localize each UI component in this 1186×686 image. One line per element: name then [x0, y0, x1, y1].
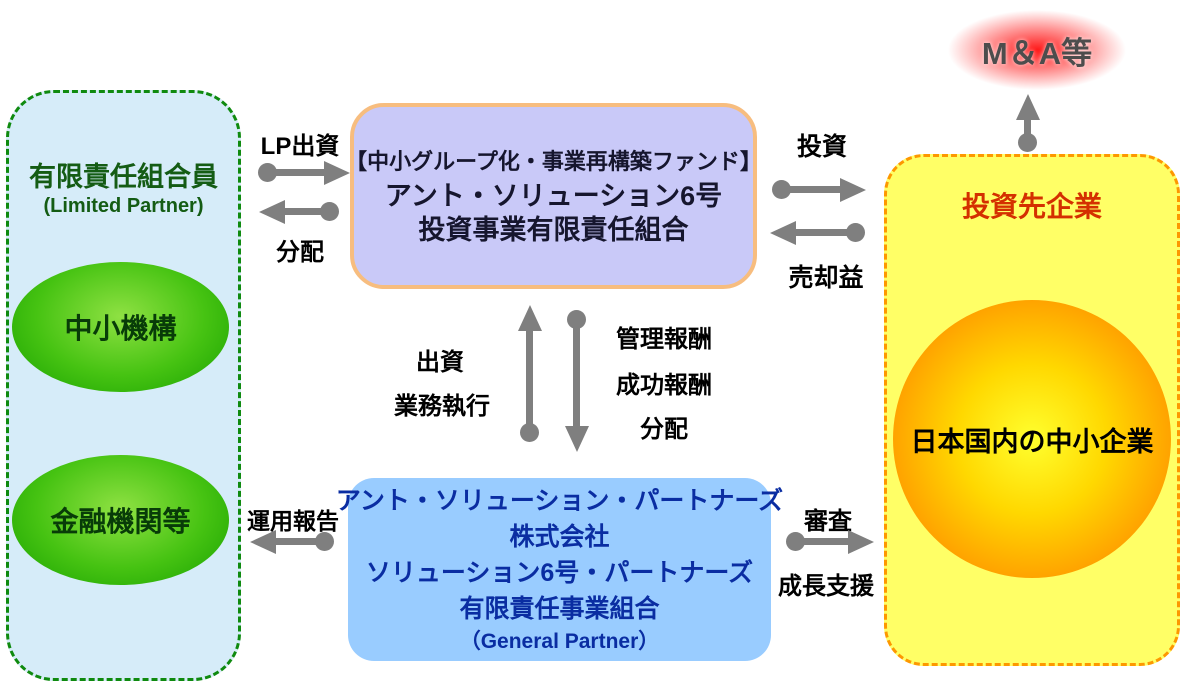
fund-box-name-line2: 投資事業有限責任組合	[418, 215, 689, 245]
gp-name-line1: アント・ソリューション・パートナーズ	[335, 486, 784, 515]
operation-report-label: 運用報告	[247, 508, 339, 534]
management-fee-label: 管理報酬	[616, 326, 712, 353]
distribution-to-lp-label: 分配	[276, 239, 324, 266]
exit-arrow	[1016, 94, 1040, 152]
fees-distribution-arrow	[565, 310, 589, 452]
sme-support-org-ellipse: 中小機構	[12, 262, 229, 392]
contribution-execution-arrow	[518, 305, 542, 442]
financial-institutions-label: 金融機関等	[50, 506, 191, 537]
lp-panel-title: 有限責任組合員	[29, 162, 218, 192]
domestic-sme-circle: 日本国内の中小企業	[893, 300, 1171, 578]
portfolio-companies-panel: 投資先企業 日本国内の中小企業	[884, 154, 1180, 666]
sale-proceeds-arrow	[770, 221, 865, 245]
operation-report-arrow	[250, 530, 334, 554]
gp-name-line3: ソリューション6号・パートナーズ	[365, 558, 754, 587]
financial-institutions-ellipse: 金融機関等	[12, 455, 229, 585]
screening-growth-arrow	[786, 530, 874, 554]
success-fee-label: 成功報酬	[616, 372, 712, 399]
business-execution-label: 業務執行	[394, 393, 490, 420]
lp-panel-subtitle: (Limited Partner)	[43, 195, 204, 217]
portfolio-panel-title: 投資先企業	[961, 191, 1102, 222]
gp-role-label: （General Partner）	[459, 629, 660, 653]
sme-support-org-label: 中小機構	[64, 313, 177, 344]
fund-box: 【中小グループ化・事業再構築ファンド】 アント・ソリューション6号 投資事業有限…	[345, 103, 762, 289]
lp-investment-arrow	[258, 161, 350, 185]
distribution-from-fund-label: 分配	[640, 416, 688, 443]
general-partner-box: アント・ソリューション・パートナーズ 株式会社 ソリューション6号・パートナーズ…	[336, 478, 783, 661]
exit-glow	[948, 10, 1126, 90]
sale-proceeds-label: 売却益	[788, 264, 864, 292]
growth-support-label: 成長支援	[778, 573, 874, 600]
distribution-to-lp-arrow	[259, 200, 339, 224]
contribution-label: 出資	[416, 349, 464, 376]
investment-arrow	[772, 178, 866, 202]
exit-label: M＆A等	[981, 36, 1093, 71]
domestic-sme-label: 日本国内の中小企業	[910, 426, 1154, 457]
investment-label: 投資	[796, 133, 847, 161]
fund-box-caption: 【中小グループ化・事業再構築ファンド】	[345, 149, 762, 174]
fund-box-name-line1: アント・ソリューション6号	[384, 181, 723, 211]
gp-name-line2: 株式会社	[509, 522, 610, 551]
limited-partner-panel: 有限責任組合員 (Limited Partner) 中小機構 金融機関等	[6, 90, 241, 681]
lp-investment-label: LP出資	[260, 133, 340, 160]
gp-name-line4: 有限責任事業組合	[459, 594, 660, 623]
screening-label: 審査	[804, 508, 852, 535]
